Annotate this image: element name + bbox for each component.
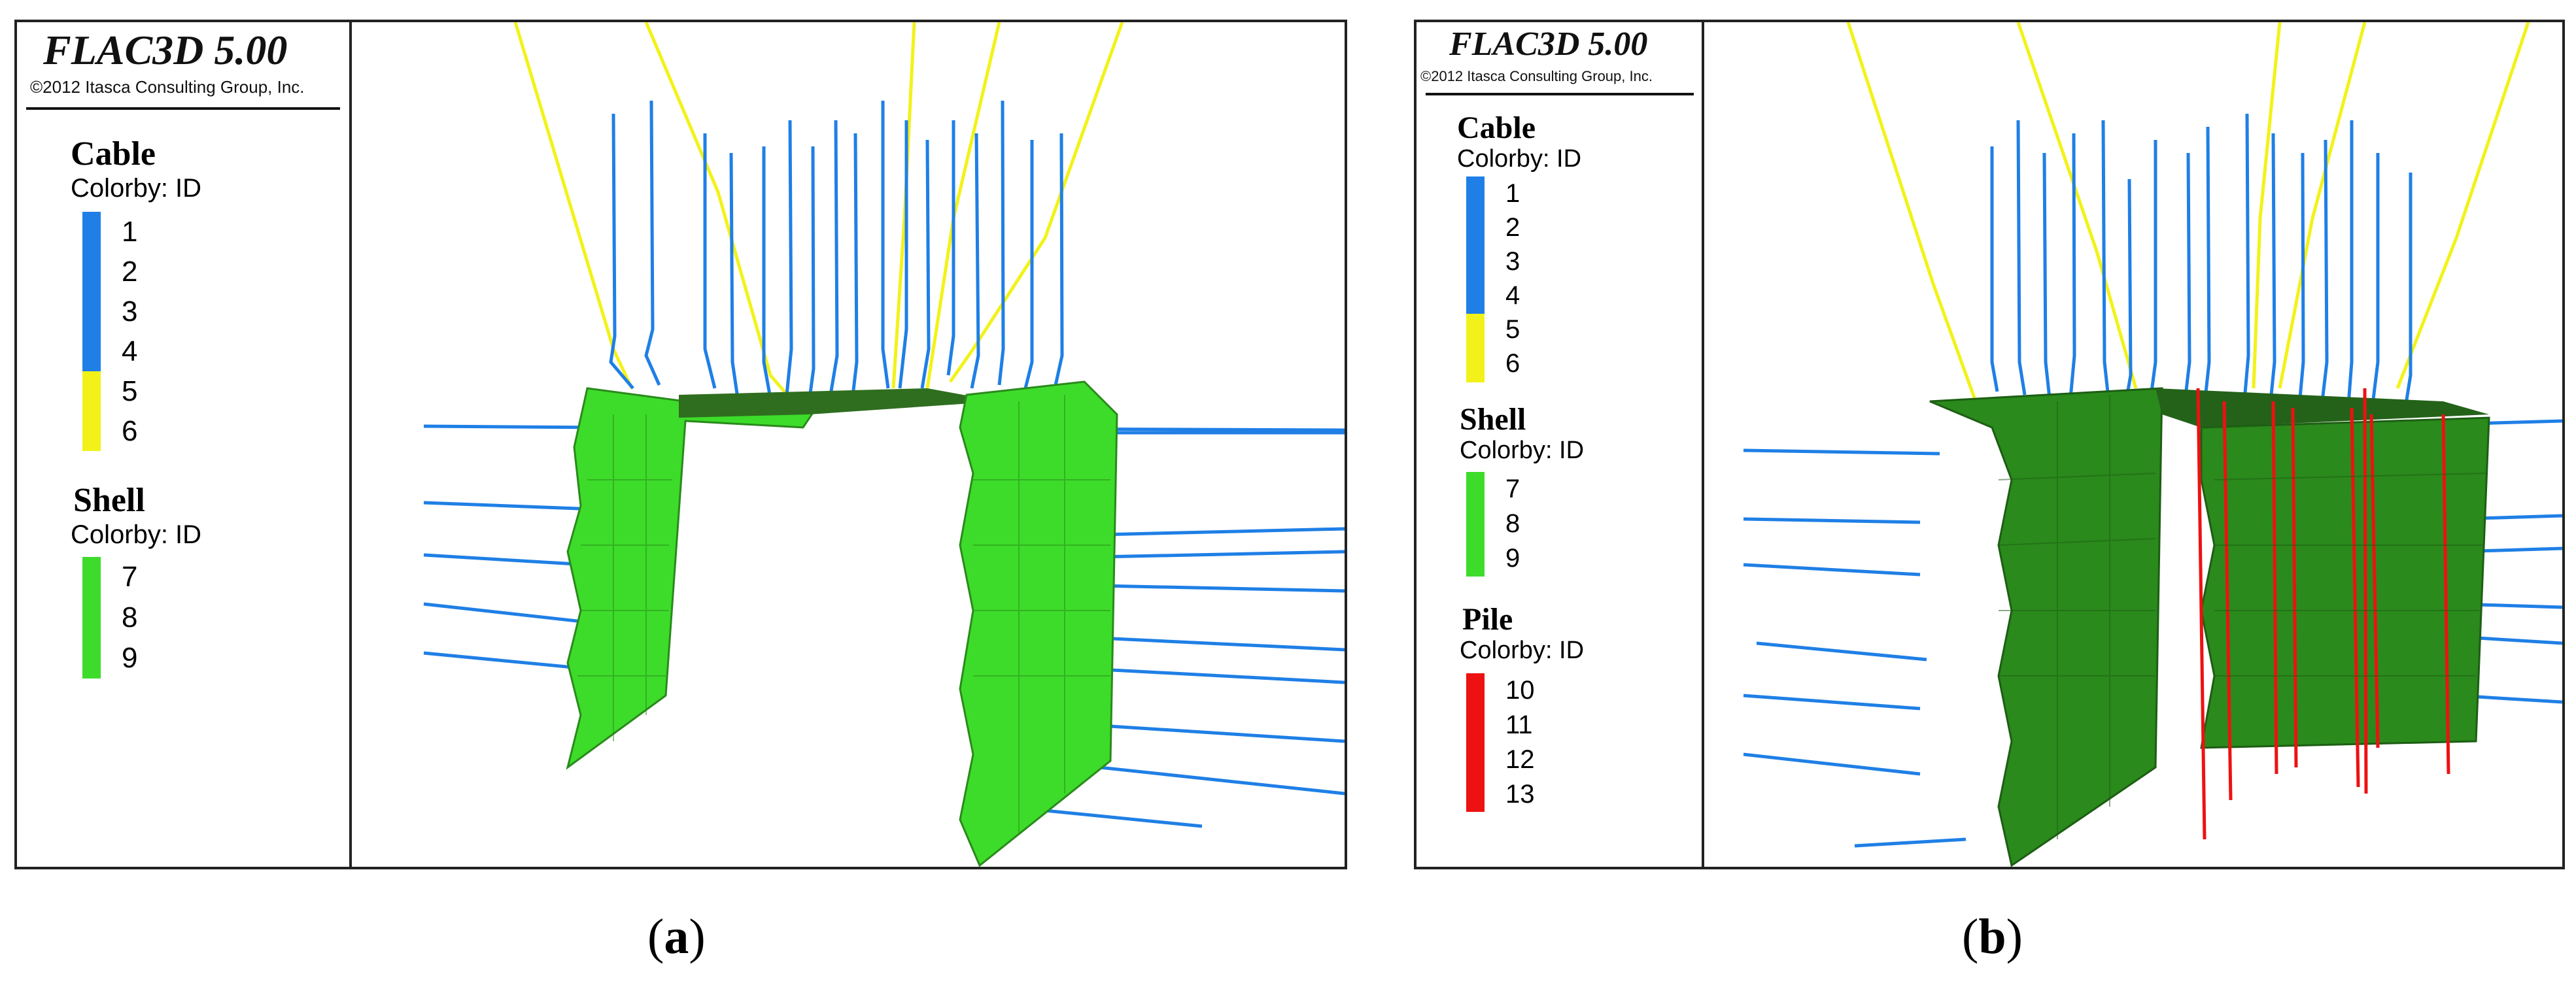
left-shell xyxy=(566,387,818,770)
software-title: FLAC3D 5.00 xyxy=(1449,25,1648,63)
legend-id: 7 xyxy=(122,561,138,593)
legend-id: 6 xyxy=(122,415,138,447)
model-viewport-b[interactable] xyxy=(1704,22,2562,867)
model-scene-a xyxy=(423,22,1345,867)
panel-a: FLAC3D 5.00 ©2012 Itasca Consulting Grou… xyxy=(14,20,1347,869)
copyright: ©2012 Itasca Consulting Group, Inc. xyxy=(1420,68,1653,84)
swatch-cable-blue xyxy=(82,212,101,371)
legend-id: 13 xyxy=(1505,780,1535,809)
panel-b: FLAC3D 5.00 ©2012 Itasca Consulting Grou… xyxy=(1414,20,2565,869)
legend-shell-ids: 7 8 9 xyxy=(1505,472,1520,576)
legend-id: 10 xyxy=(1505,676,1535,705)
blue-horizontal-cables xyxy=(423,424,1345,828)
swatch-shell-green xyxy=(82,557,101,679)
legend-cable-title: Cable xyxy=(1457,110,1536,145)
legend-id: 1 xyxy=(122,216,138,248)
legend-pile-title: Pile xyxy=(1462,602,1513,637)
legend-cable-colorby: Colorby: ID xyxy=(71,174,202,203)
yellow-cables xyxy=(1846,22,2530,402)
legend-shell-title: Shell xyxy=(1460,402,1526,437)
shell-mesh xyxy=(1998,395,2486,839)
legend-cable-colorby: Colorby: ID xyxy=(1457,145,1582,173)
legend-id: 3 xyxy=(122,295,138,327)
legend-id: 6 xyxy=(1505,349,1520,378)
legend-pile-ids: 10 11 12 13 xyxy=(1505,673,1535,812)
swatch-cable-blue xyxy=(1466,176,1485,314)
legend-id: 8 xyxy=(1505,509,1520,538)
legend-id: 9 xyxy=(1505,544,1520,573)
copyright: ©2012 Itasca Consulting Group, Inc. xyxy=(30,77,305,97)
swatch-shell-green xyxy=(1466,472,1485,577)
caption-a: (a) xyxy=(647,909,706,964)
legend-shell-colorby: Colorby: ID xyxy=(71,520,202,549)
left-shell xyxy=(1929,387,2163,867)
legend-cable-ids: 1 2 3 4 5 6 xyxy=(1505,176,1520,380)
legend-id: 1 xyxy=(1505,179,1520,208)
legend-cable-title: Cable xyxy=(71,135,156,173)
legend-id: 7 xyxy=(1505,475,1520,503)
legend-shell-ids: 7 8 9 xyxy=(122,557,137,679)
legend-id: 4 xyxy=(1505,281,1520,310)
shell-mesh xyxy=(577,395,1110,833)
title-divider xyxy=(26,107,340,110)
legend-id: 2 xyxy=(1505,213,1520,242)
legend-id: 9 xyxy=(122,642,138,674)
software-title: FLAC3D 5.00 xyxy=(43,27,288,73)
legend-pile-colorby: Colorby: ID xyxy=(1460,637,1585,664)
blue-vertical-cables xyxy=(1990,113,2413,409)
caption-letter: b xyxy=(1978,909,2006,964)
legend-id: 11 xyxy=(1505,711,1533,739)
legend-panel-a: FLAC3D 5.00 ©2012 Itasca Consulting Grou… xyxy=(17,22,352,867)
model-viewport-a[interactable] xyxy=(352,22,1345,867)
caption-b: (b) xyxy=(1962,909,2023,964)
legend-id: 4 xyxy=(122,335,138,367)
legend-panel-b: FLAC3D 5.00 ©2012 Itasca Consulting Grou… xyxy=(1417,22,1704,867)
top-slab xyxy=(679,388,999,418)
caption-letter: a xyxy=(664,909,689,964)
top-slab xyxy=(2155,388,2489,427)
legend-id: 12 xyxy=(1505,745,1535,774)
swatch-pile-red xyxy=(1466,673,1485,812)
blue-vertical-cables xyxy=(609,100,1064,402)
title-divider xyxy=(1426,93,1694,95)
legend-shell-colorby: Colorby: ID xyxy=(1460,437,1585,464)
legend-shell-title: Shell xyxy=(73,482,145,519)
legend-id: 2 xyxy=(122,256,138,288)
legend-id: 5 xyxy=(122,375,138,407)
legend-id: 5 xyxy=(1505,315,1520,344)
model-scene-b xyxy=(1743,22,2562,867)
legend-id: 8 xyxy=(122,601,138,633)
swatch-cable-yellow xyxy=(1466,314,1485,382)
right-shell xyxy=(959,380,1118,867)
swatch-cable-yellow xyxy=(82,371,101,451)
legend-cable-ids: 1 2 3 4 5 6 xyxy=(122,212,137,451)
legend-id: 3 xyxy=(1505,247,1520,276)
